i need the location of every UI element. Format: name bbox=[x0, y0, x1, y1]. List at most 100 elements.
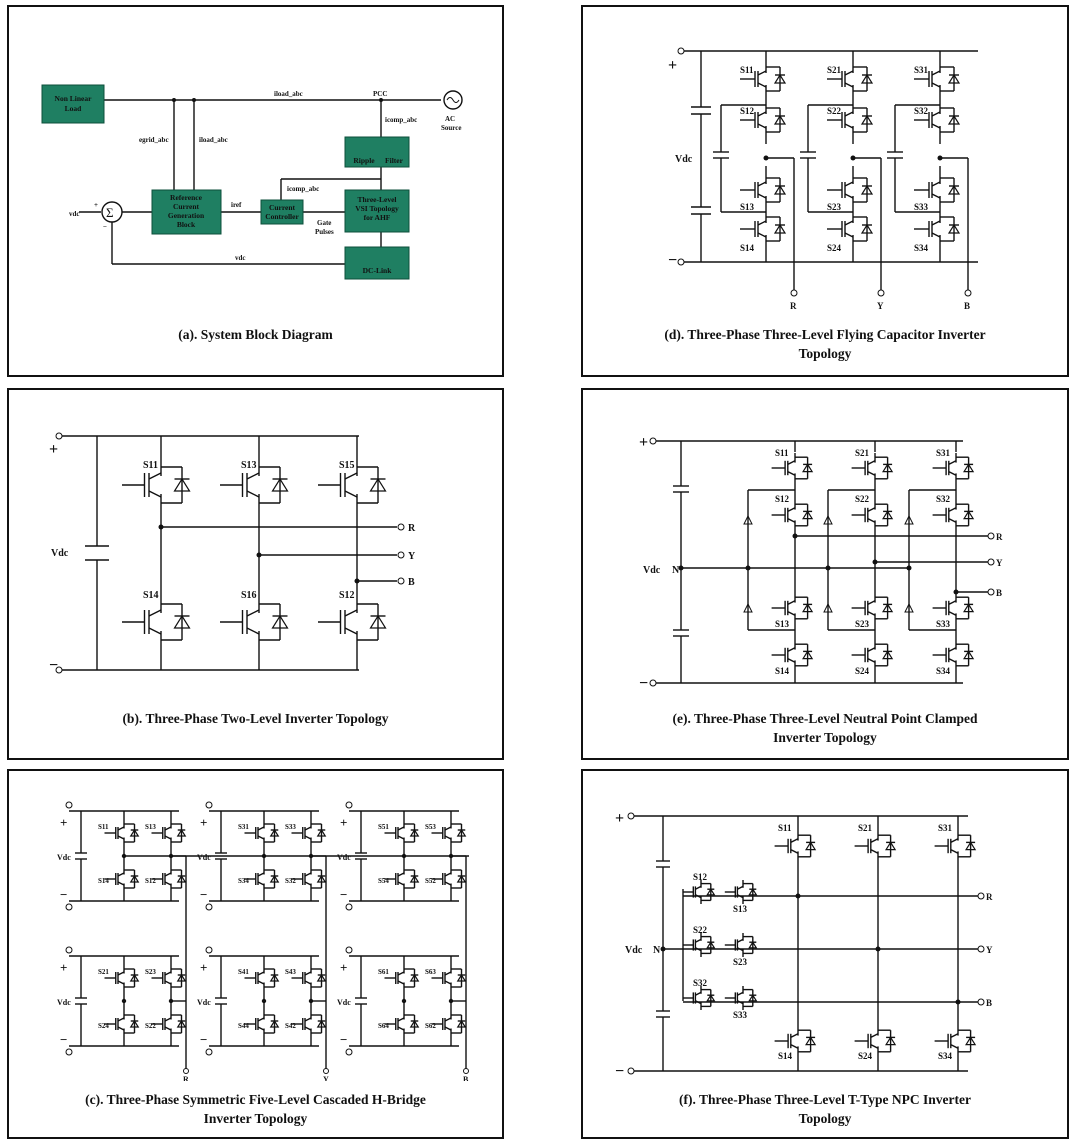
output-terminal bbox=[323, 1068, 329, 1074]
switch-label: S11 bbox=[98, 823, 109, 831]
igbt-switch bbox=[932, 497, 975, 533]
igbt-switch bbox=[244, 956, 280, 1000]
output-label: B bbox=[463, 1075, 469, 1081]
egrid-label: egrid_abc bbox=[139, 136, 169, 144]
node-dot bbox=[261, 998, 267, 1004]
switch-label: S23 bbox=[827, 202, 842, 212]
ref-label-1: Reference bbox=[170, 193, 203, 202]
igbt-switch bbox=[851, 640, 894, 670]
igbt-switch bbox=[827, 166, 874, 214]
igbt-switch bbox=[774, 831, 817, 861]
non-linear-load-block bbox=[41, 84, 105, 124]
igbt-switch bbox=[914, 166, 961, 214]
icomp2-label: icomp_abc bbox=[287, 185, 319, 193]
igbt-switch bbox=[384, 1002, 420, 1046]
pulses-label: Pulses bbox=[315, 228, 334, 236]
switch-label: S22 bbox=[827, 106, 842, 116]
node-dot bbox=[401, 998, 407, 1004]
switch-label: S11 bbox=[775, 448, 789, 458]
switch-label: S15 bbox=[339, 460, 355, 471]
plus-sign: + bbox=[60, 815, 67, 830]
igbt-switch bbox=[291, 811, 327, 855]
switch-label: S21 bbox=[827, 65, 842, 75]
pcc-label: PCC bbox=[373, 90, 387, 98]
output-terminal bbox=[977, 998, 985, 1006]
dc-plus-terminal bbox=[65, 946, 73, 954]
output-terminal bbox=[977, 945, 985, 953]
igbt-switch bbox=[724, 933, 758, 957]
switch-label: S34 bbox=[936, 666, 951, 676]
igbt-switch bbox=[318, 450, 387, 520]
plus-terminal: + bbox=[668, 57, 677, 74]
vdc-label: Vdc bbox=[337, 853, 351, 862]
node-dot bbox=[906, 565, 912, 571]
vdc-label: Vdc bbox=[51, 548, 69, 559]
node-dot bbox=[937, 155, 943, 161]
out-y: Y bbox=[408, 551, 416, 562]
iload-v-label: iload_abc bbox=[199, 136, 228, 144]
igbt-switch bbox=[914, 214, 961, 244]
caption-f-line-1: (f). Three-Phase Three-Level T-Type NPC … bbox=[679, 1092, 971, 1107]
switch-label: S14 bbox=[98, 877, 109, 885]
dc-plus-terminal bbox=[345, 801, 353, 809]
panel-a-system-block-diagram: Non Linear Load Reference Current Genera… bbox=[7, 5, 504, 377]
neutral-label: N bbox=[653, 945, 661, 956]
minus-sign: − bbox=[200, 887, 207, 902]
switch-label: S23 bbox=[145, 968, 156, 976]
switch-label: S62 bbox=[425, 1022, 436, 1030]
output-label: Y bbox=[877, 301, 884, 311]
igbt-switch bbox=[774, 1026, 817, 1056]
node-dot bbox=[763, 155, 769, 161]
clamp-diode bbox=[823, 514, 833, 525]
switch-label: S14 bbox=[143, 590, 159, 601]
cc-label-1: Current bbox=[269, 203, 296, 212]
switch-label: S12 bbox=[339, 590, 355, 601]
ac-source-1: AC bbox=[445, 115, 455, 123]
igbt-switch bbox=[851, 590, 894, 626]
igbt-switch bbox=[682, 986, 716, 1010]
reference-current-block bbox=[151, 189, 222, 235]
igbt-switch bbox=[291, 1002, 327, 1046]
iref-label: iref bbox=[231, 201, 242, 209]
filter-label: Filter bbox=[385, 156, 404, 165]
output-label: B bbox=[996, 588, 1002, 598]
dc-minus-terminal bbox=[205, 903, 213, 911]
igbt-switch bbox=[740, 62, 787, 96]
igbt-switch bbox=[934, 1026, 977, 1056]
plus-sign: + bbox=[60, 960, 67, 975]
nl-load-label-1: Non Linear bbox=[55, 94, 93, 103]
flying-capacitor-schematic: + − Vdc S11S12S13S14RS21S22S23S24YS31S32… bbox=[668, 47, 978, 311]
switch-label: S32 bbox=[285, 877, 296, 885]
iload-label: iload_abc bbox=[274, 90, 303, 98]
igbt-switch bbox=[740, 96, 787, 144]
caption-e-line-2: Inverter Topology bbox=[773, 730, 877, 745]
igbt-switch bbox=[682, 933, 716, 957]
three-level-vsi-block bbox=[344, 189, 410, 233]
switch-label: S33 bbox=[285, 823, 296, 831]
dc-plus-terminal bbox=[205, 946, 213, 954]
igbt-switch bbox=[384, 857, 420, 901]
output-terminal bbox=[463, 1068, 469, 1074]
igbt-switch bbox=[934, 831, 977, 861]
switch-label: S21 bbox=[855, 448, 870, 458]
caption-b: (b). Three-Phase Two-Level Inverter Topo… bbox=[122, 711, 389, 726]
output-terminal bbox=[877, 289, 885, 297]
current-controller-block bbox=[260, 199, 304, 225]
block-diagram: Non Linear Load Reference Current Genera… bbox=[41, 84, 463, 280]
switch-label: S24 bbox=[858, 1051, 873, 1061]
dc-minus-terminal bbox=[205, 1048, 213, 1056]
vsi-label-3: for AHF bbox=[364, 213, 391, 222]
switch-label: S22 bbox=[145, 1022, 156, 1030]
output-label: B bbox=[964, 301, 970, 311]
ref-label-2: Current bbox=[173, 202, 200, 211]
switch-label: S12 bbox=[693, 872, 708, 882]
ripple-filter-block bbox=[344, 136, 410, 168]
switch-label: S12 bbox=[740, 106, 755, 116]
igbt-switch bbox=[104, 1002, 140, 1046]
switch-label: S54 bbox=[378, 877, 389, 885]
switch-label: S21 bbox=[98, 968, 109, 976]
igbt-switch bbox=[151, 811, 187, 855]
